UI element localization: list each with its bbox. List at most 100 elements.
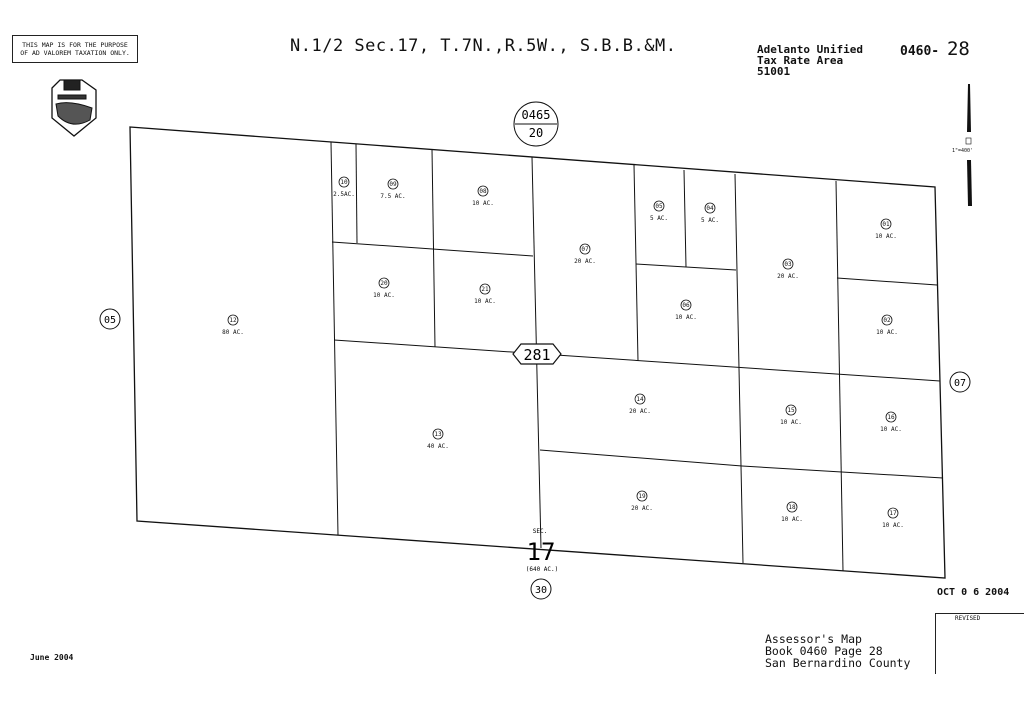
parcel-number: 12 [229, 317, 237, 324]
parcel-number-circle [579, 243, 591, 255]
tra-line-1: Adelanto Unified [757, 43, 863, 56]
parcel-area: 20 AC. [777, 273, 799, 280]
parcel-labels: 12 80 AC. 102.5AC. 09 7.5 AC. 08 10 AC. 07 20 AC… [222, 176, 904, 529]
parcel-number-circle [782, 258, 794, 270]
parcel-number-circle [477, 185, 489, 197]
road-number: 281 [523, 346, 550, 364]
parcel-area: 2.5AC. [333, 191, 355, 198]
tax-rate-area: Adelanto Unified Tax Rate Area 51001 [757, 44, 863, 77]
parcel-12[interactable]: 12 80 AC. [222, 314, 244, 336]
footer-line-3: San Bernardino County [765, 656, 911, 670]
parcel-area: 10 AC. [474, 298, 496, 305]
map-number: 0460- 28 [900, 38, 970, 60]
footer-line-2: Book 0460 Page 28 [765, 644, 883, 658]
map-book: 0460- [900, 44, 940, 59]
parcel-number-circle [636, 490, 648, 502]
map-title: N.1/2 Sec.17, T.7N.,R.5W., S.B.B.&M. [290, 36, 677, 56]
adjacent-map-east[interactable]: 07 [949, 371, 971, 393]
map-date: June 2004 [30, 653, 74, 662]
parcel-area: 80 AC. [222, 329, 244, 336]
parcel-number-circle [887, 507, 899, 519]
parcel-05[interactable]: 055 AC. [650, 200, 668, 222]
map-page: 28 [946, 38, 970, 60]
parcel-number-circle [680, 299, 692, 311]
adjacent-map-south[interactable]: 30 [530, 578, 552, 600]
parcel-19[interactable]: 19 20 AC. [631, 490, 653, 512]
parcel-number-circle [432, 428, 444, 440]
adjacent-south-label: 30 [535, 585, 547, 596]
parcel-number: 06 [682, 302, 690, 309]
parcel-number-circle [227, 314, 239, 326]
parcel-area: 5 AC. [650, 215, 668, 222]
footer-line-1: Assessor's Map [765, 632, 862, 646]
parcel-08[interactable]: 08 10 AC. [472, 185, 494, 207]
parcel-number: 20 [380, 280, 388, 287]
adjacent-map-north[interactable]: 0465 20 [513, 101, 559, 147]
parcel-number-circle [880, 218, 892, 230]
parcel-lines [129, 126, 946, 579]
parcel-09[interactable]: 09 7.5 AC. [380, 178, 406, 200]
notice-line-1: THIS MAP IS FOR THE PURPOSE [22, 41, 128, 49]
parcel-01[interactable]: 01 10 AC. [875, 218, 897, 240]
parcel-number-circle [387, 178, 399, 190]
parcel-20[interactable]: 20 10 AC. [373, 277, 395, 299]
parcel-number: 07 [581, 246, 589, 253]
parcel-06[interactable]: 06 10 AC. [675, 299, 697, 321]
parcel-number-circle [786, 501, 798, 513]
adjacent-west-label: 05 [104, 315, 116, 326]
adjacent-north-bottom: 20 [529, 126, 543, 140]
adjacent-north-top: 0465 [522, 108, 551, 122]
parcel-area: 20 AC. [629, 408, 651, 415]
parcel-number: 09 [389, 181, 397, 188]
parcel-number-circle [704, 202, 716, 214]
parcel-area: 10 AC. [373, 292, 395, 299]
parcel-number: 15 [787, 407, 795, 414]
parcel-area: 10 AC. [780, 419, 802, 426]
parcel-number: 21 [481, 286, 489, 293]
adjacent-map-west[interactable]: 05 [99, 308, 121, 330]
parcel-area: 10 AC. [472, 200, 494, 207]
parcel-number: 19 [638, 493, 646, 500]
parcel-area: 20 AC. [574, 258, 596, 265]
parcel-area: 5 AC. [701, 217, 719, 224]
parcel-15[interactable]: 15 10 AC. [780, 404, 802, 426]
parcel-16[interactable]: 16 10 AC. [880, 411, 902, 433]
parcel-10[interactable]: 102.5AC. [333, 176, 355, 198]
parcel-21[interactable]: 21 10 AC. [474, 283, 496, 305]
parcel-13[interactable]: 13 40 AC. [427, 428, 449, 450]
parcel-area: 40 AC. [427, 443, 449, 450]
parcel-number-circle [378, 277, 390, 289]
road-badge: 281 [512, 343, 562, 365]
tra-line-3: 51001 [757, 65, 791, 78]
parcel-number: 16 [887, 414, 895, 421]
parcel-area: 20 AC. [631, 505, 653, 512]
parcel-number: 18 [788, 504, 796, 511]
parcel-area: 10 AC. [876, 329, 898, 336]
section-area: (640 AC.) [526, 566, 559, 573]
parcel-number: 17 [889, 510, 897, 517]
parcel-number: 02 [883, 317, 891, 324]
parcel-area: 10 AC. [880, 426, 902, 433]
section-label: SEC. [533, 528, 547, 535]
parcel-14[interactable]: 14 20 AC. [629, 393, 651, 415]
parcel-02[interactable]: 02 10 AC. [876, 314, 898, 336]
parcel-number-circle [634, 393, 646, 405]
parcel-number-circle [881, 314, 893, 326]
parcel-04[interactable]: 04 5 AC. [701, 202, 719, 224]
scale-label: 1"=400' [952, 148, 974, 154]
parcel-number: 13 [434, 431, 442, 438]
parcel-number-circle [653, 200, 665, 212]
parcel-area: 7.5 AC. [380, 193, 405, 200]
parcel-area: 10 AC. [675, 314, 697, 321]
parcel-number: 14 [636, 396, 644, 403]
parcel-number: 01 [882, 221, 890, 228]
parcel-number: 04 [706, 205, 714, 212]
parcel-area: 10 AC. [875, 233, 897, 240]
parcel-number: 08 [479, 188, 487, 195]
tra-line-2: Tax Rate Area [757, 54, 844, 67]
parcel-07[interactable]: 07 20 AC. [574, 243, 596, 265]
